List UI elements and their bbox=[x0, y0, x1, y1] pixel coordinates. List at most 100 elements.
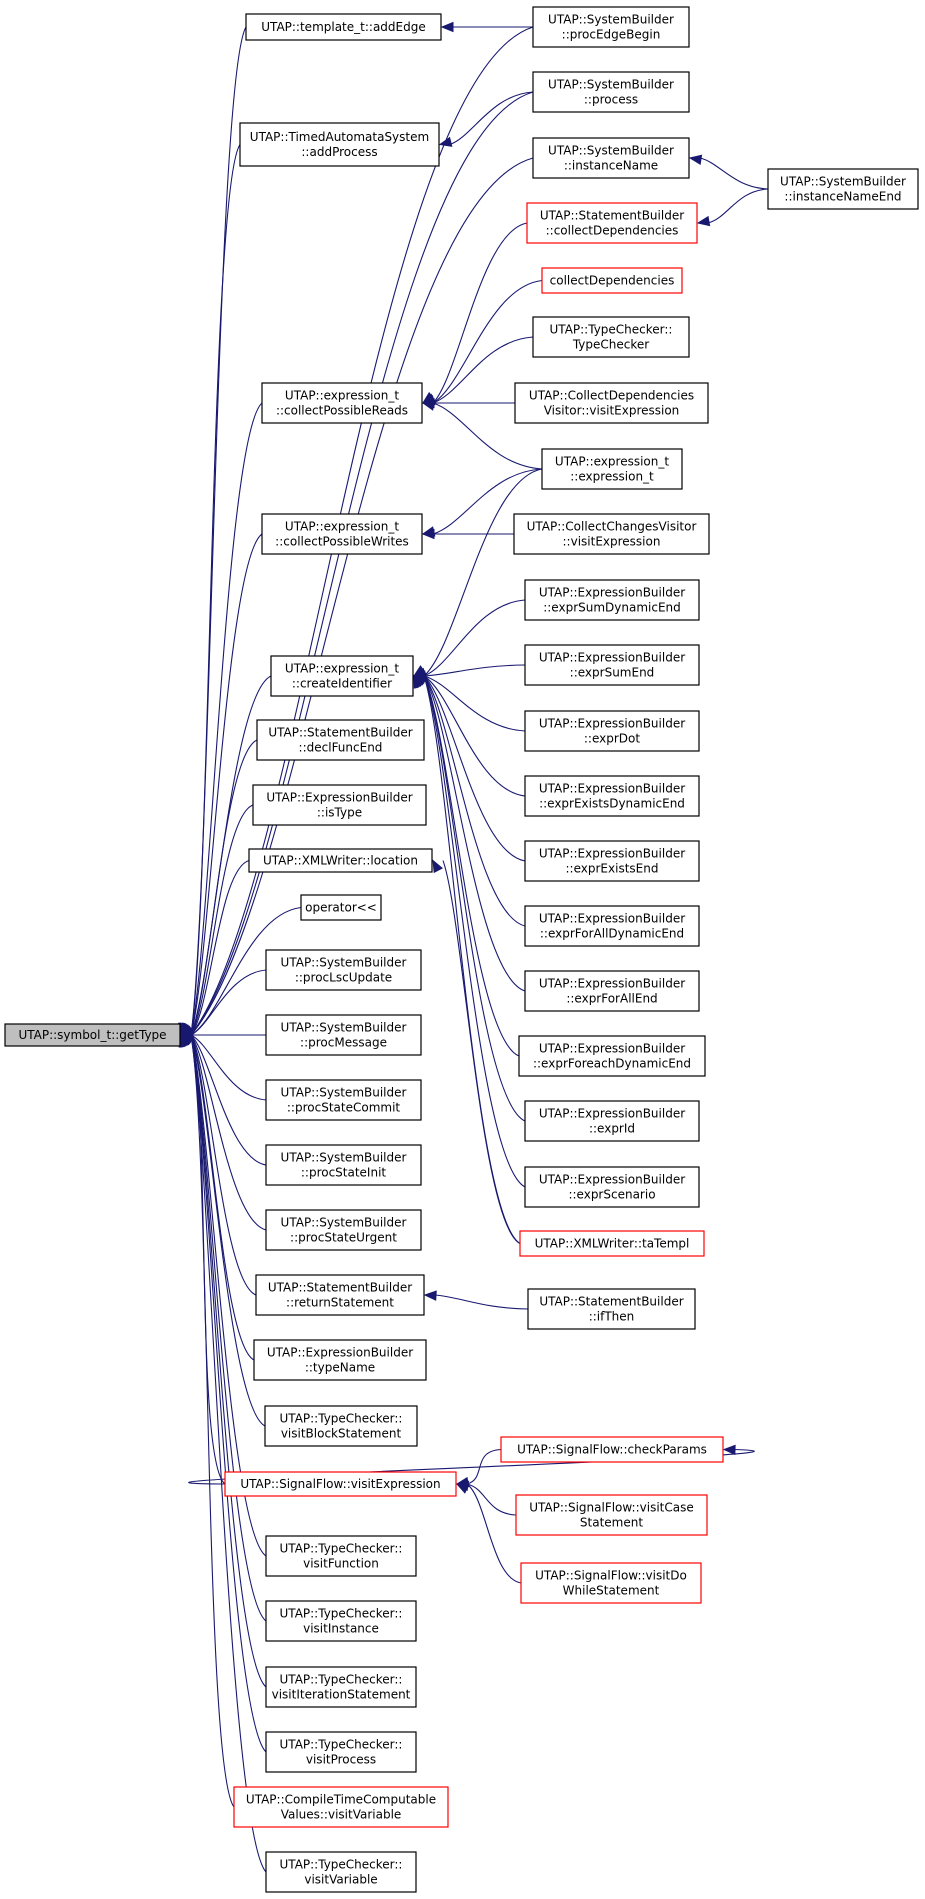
node-label: UTAP::ExpressionBuilder bbox=[539, 1107, 685, 1121]
node-exprSumDynamicEnd[interactable]: UTAP::ExpressionBuilder::exprSumDynamicE… bbox=[524, 579, 700, 621]
node-box bbox=[541, 267, 683, 294]
node-label: UTAP::SystemBuilder bbox=[548, 78, 674, 92]
node-box bbox=[4, 1023, 181, 1047]
node-root[interactable]: UTAP::symbol_t::getType bbox=[4, 1023, 181, 1047]
node-addEdge[interactable]: UTAP::template_t::addEdge bbox=[245, 13, 442, 41]
node-exprExistsEnd[interactable]: UTAP::ExpressionBuilder::exprExistsEnd bbox=[524, 840, 700, 882]
node-label: UTAP::ExpressionBuilder bbox=[539, 782, 685, 796]
node-label: Statement bbox=[580, 1516, 643, 1530]
node-procEdgeBegin[interactable]: UTAP::SystemBuilder::procEdgeBegin bbox=[532, 6, 690, 48]
node-label: UTAP::SignalFlow::checkParams bbox=[517, 1443, 707, 1457]
node-box bbox=[265, 949, 422, 991]
edge-collectPossibleReads-to-root bbox=[179, 402, 263, 1037]
node-addProcess[interactable]: UTAP::TimedAutomataSystem::addProcess bbox=[239, 122, 440, 167]
node-box bbox=[255, 1274, 425, 1316]
node-label: visitInstance bbox=[303, 1622, 379, 1636]
node-exprDot[interactable]: UTAP::ExpressionBuilder::exprDot bbox=[524, 710, 700, 752]
node-instanceNameEnd[interactable]: UTAP::SystemBuilder::instanceNameEnd bbox=[767, 168, 919, 210]
node-label: UTAP::expression_t bbox=[285, 389, 399, 403]
node-procStateInit[interactable]: UTAP::SystemBuilder::procStateInit bbox=[265, 1144, 422, 1186]
node-label: ::exprScenario bbox=[568, 1188, 655, 1202]
node-location[interactable]: UTAP::XMLWriter::location bbox=[248, 848, 433, 873]
node-visitProcess[interactable]: UTAP::TypeChecker::visitProcess bbox=[265, 1731, 417, 1773]
node-exprCtor[interactable]: UTAP::expression_t::expression_t bbox=[541, 448, 683, 490]
edge-sfVisitExpr-to-checkParams bbox=[188, 1444, 755, 1485]
node-collectPossibleReads[interactable]: UTAP::expression_t::collectPossibleReads bbox=[261, 382, 423, 424]
node-procLscUpdate[interactable]: UTAP::SystemBuilder::procLscUpdate bbox=[265, 949, 422, 991]
node-label: UTAP::StatementBuilder bbox=[268, 726, 412, 740]
node-label: ::returnStatement bbox=[286, 1296, 394, 1310]
node-exprId[interactable]: UTAP::ExpressionBuilder::exprId bbox=[524, 1100, 700, 1142]
node-createIdentifier[interactable]: UTAP::expression_t::createIdentifier bbox=[270, 655, 414, 697]
node-procStateUrgent[interactable]: UTAP::SystemBuilder::procStateUrgent bbox=[265, 1209, 422, 1251]
node-cdvVisitExpr[interactable]: UTAP::CollectDependenciesVisitor::visitE… bbox=[514, 382, 709, 424]
node-ctcvVisitVariable[interactable]: UTAP::CompileTimeComputableValues::visit… bbox=[233, 1786, 449, 1828]
node-collectDeps[interactable]: collectDependencies bbox=[541, 267, 683, 294]
node-label: UTAP::StatementBuilder bbox=[268, 1281, 412, 1295]
node-label: UTAP::SystemBuilder bbox=[780, 175, 906, 189]
node-box bbox=[513, 513, 710, 555]
node-box bbox=[245, 13, 442, 41]
node-visitFunction[interactable]: UTAP::TypeChecker::visitFunction bbox=[265, 1535, 417, 1577]
node-typeName[interactable]: UTAP::ExpressionBuilder::typeName bbox=[253, 1339, 427, 1381]
node-label: UTAP::ExpressionBuilder bbox=[539, 1042, 685, 1056]
edge-instanceNameEnd-to-sbCollectDeps bbox=[696, 188, 769, 227]
node-returnStatement[interactable]: UTAP::StatementBuilder::returnStatement bbox=[255, 1274, 425, 1316]
node-box bbox=[519, 1230, 705, 1257]
node-typeCheckerCtor[interactable]: UTAP::TypeChecker::TypeChecker bbox=[532, 316, 690, 358]
node-box bbox=[515, 1494, 708, 1536]
node-visitIterationStatement[interactable]: UTAP::TypeChecker::visitIterationStateme… bbox=[265, 1666, 417, 1708]
node-box bbox=[524, 579, 700, 621]
node-ifThen[interactable]: UTAP::StatementBuilder::ifThen bbox=[527, 1288, 696, 1330]
node-label: UTAP::expression_t bbox=[555, 455, 669, 469]
node-box bbox=[524, 970, 700, 1012]
node-checkParams[interactable]: UTAP::SignalFlow::checkParams bbox=[500, 1436, 724, 1463]
edge-exprCtor-to-collectPossibleReads bbox=[421, 400, 543, 470]
node-box bbox=[524, 775, 700, 817]
node-declFuncEnd[interactable]: UTAP::StatementBuilder::declFuncEnd bbox=[256, 719, 425, 761]
node-label: ::exprDot bbox=[584, 732, 640, 746]
node-exprScenario[interactable]: UTAP::ExpressionBuilder::exprScenario bbox=[524, 1166, 700, 1208]
node-procStateCommit[interactable]: UTAP::SystemBuilder::procStateCommit bbox=[265, 1079, 422, 1121]
node-label: ::isType bbox=[317, 806, 362, 820]
node-box bbox=[524, 644, 700, 686]
node-instanceName[interactable]: UTAP::SystemBuilder::instanceName bbox=[532, 137, 690, 179]
node-box bbox=[248, 848, 433, 873]
node-exprForAllDynamicEnd[interactable]: UTAP::ExpressionBuilder::exprForAllDynam… bbox=[524, 905, 700, 947]
node-exprForAllEnd[interactable]: UTAP::ExpressionBuilder::exprForAllEnd bbox=[524, 970, 700, 1012]
arrowhead bbox=[423, 1290, 437, 1301]
node-label: UTAP::TypeChecker:: bbox=[280, 1412, 403, 1426]
node-process[interactable]: UTAP::SystemBuilder::process bbox=[532, 71, 690, 113]
node-exprExistsDynamicEnd[interactable]: UTAP::ExpressionBuilder::exprExistsDynam… bbox=[524, 775, 700, 817]
node-sbCollectDeps[interactable]: UTAP::StatementBuilder::collectDependenc… bbox=[526, 202, 698, 244]
node-exprForeachDynamicEnd[interactable]: UTAP::ExpressionBuilder::exprForeachDyna… bbox=[518, 1035, 706, 1077]
node-label: ::procEdgeBegin bbox=[562, 28, 661, 42]
node-isType[interactable]: UTAP::ExpressionBuilder::isType bbox=[252, 784, 427, 826]
node-sfVisitExpr[interactable]: UTAP::SignalFlow::visitExpression bbox=[224, 1471, 457, 1497]
node-box bbox=[224, 1471, 457, 1497]
node-collectPossibleWrites[interactable]: UTAP::expression_t::collectPossibleWrite… bbox=[261, 513, 423, 555]
node-visitBlockStatement[interactable]: UTAP::TypeChecker::visitBlockStatement bbox=[264, 1405, 418, 1447]
node-visitInstance[interactable]: UTAP::TypeChecker::visitInstance bbox=[265, 1600, 417, 1642]
arrowhead bbox=[421, 400, 436, 411]
node-procMessage[interactable]: UTAP::SystemBuilder::procMessage bbox=[265, 1014, 422, 1056]
node-label: operator<< bbox=[305, 901, 377, 915]
node-ccvVisitExpr[interactable]: UTAP::CollectChangesVisitor::visitExpres… bbox=[513, 513, 710, 555]
node-label: ::expression_t bbox=[570, 470, 654, 484]
node-box bbox=[532, 137, 690, 179]
node-box bbox=[265, 1535, 417, 1577]
node-box bbox=[265, 1144, 422, 1186]
node-label: UTAP::TypeChecker:: bbox=[280, 1738, 403, 1752]
node-exprSumEnd[interactable]: UTAP::ExpressionBuilder::exprSumEnd bbox=[524, 644, 700, 686]
node-taTempl[interactable]: UTAP::XMLWriter::taTempl bbox=[519, 1230, 705, 1257]
node-tcVisitVariable[interactable]: UTAP::TypeChecker::visitVariable bbox=[265, 1851, 417, 1893]
node-box bbox=[514, 382, 709, 424]
node-label: ::collectPossibleWrites bbox=[275, 535, 409, 549]
node-box bbox=[256, 719, 425, 761]
node-box bbox=[527, 1288, 696, 1330]
arrowhead bbox=[696, 215, 711, 227]
node-label: ::exprForeachDynamicEnd bbox=[533, 1057, 691, 1071]
node-operatorShl[interactable]: operator<< bbox=[300, 894, 382, 921]
